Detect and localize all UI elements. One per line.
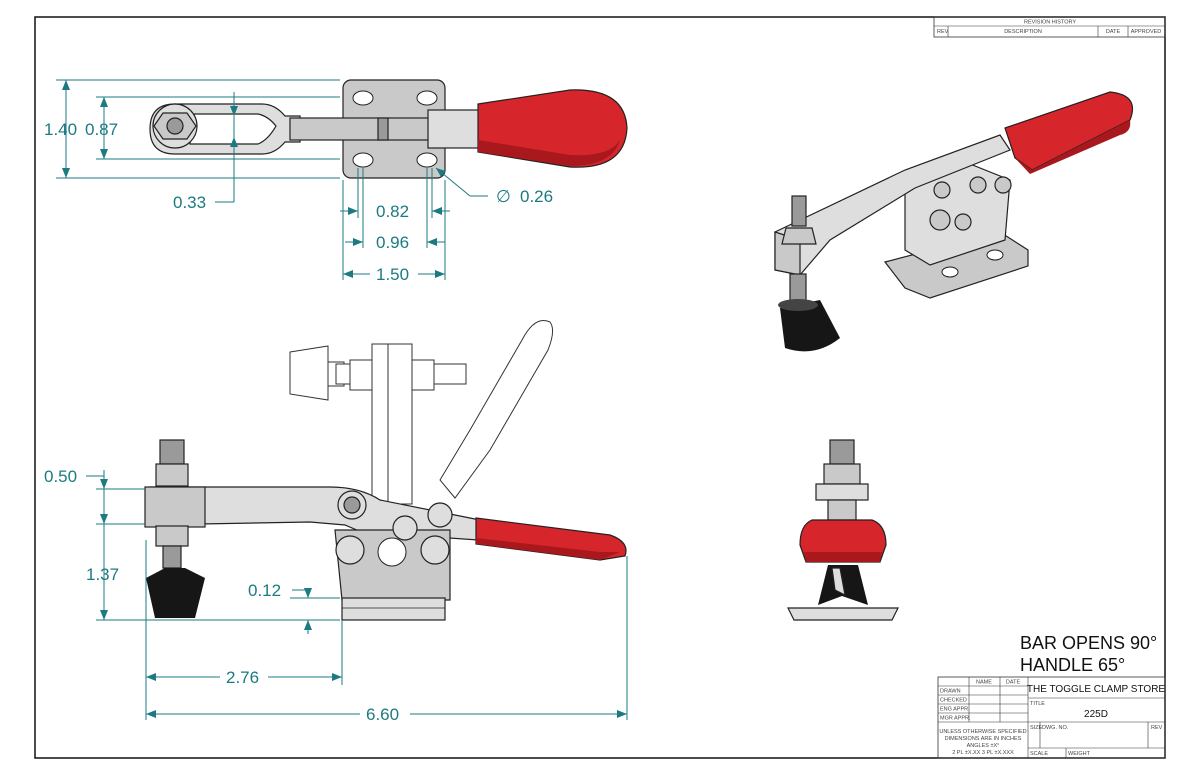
dim-bar-height: 0.50	[44, 467, 77, 486]
row-drawn: DRAWN	[940, 689, 961, 695]
top-view	[149, 79, 628, 179]
iso-bolt	[791, 195, 807, 227]
row-checked: CHECKED	[940, 698, 967, 704]
dim-hole-diameter: 0.26	[520, 187, 553, 206]
rev-column-header: REV	[937, 29, 949, 35]
mounting-hole	[352, 152, 374, 168]
dim-spindle-height: 1.37	[86, 565, 119, 584]
scale-label: SCALE	[1030, 751, 1048, 757]
tolerance-line-4: 2 PL ±X.XX 3 PL ±X.XXX	[952, 750, 1014, 756]
tolerance-line-2: DIMENSIONS ARE IN INCHES	[945, 736, 1022, 742]
dim-base-thickness: 0.12	[248, 581, 281, 600]
dim-base-width: 1.50	[376, 265, 409, 284]
side-red-handle	[475, 517, 627, 561]
row-eng-appr: ENG APPR.	[940, 707, 970, 713]
top-view-dimensions: 1.40 0.87 0.33 ∅ 0.26 0.82 0.96	[44, 79, 553, 284]
dwg-no-label: DWG. NO.	[1042, 725, 1069, 731]
title-block: NAME DATE DRAWN CHECKED ENG APPR. MGR AP…	[937, 676, 1166, 759]
approved-column-header: APPROVED	[1131, 29, 1162, 35]
weight-label: WEIGHT	[1068, 751, 1091, 757]
sheet-border	[34, 16, 1166, 759]
dim-hole-spacing-inner: 0.82	[376, 202, 409, 221]
dim-reach: 2.76	[226, 668, 259, 687]
revision-history-title: REVISION HISTORY	[1024, 20, 1076, 26]
end-view-base	[787, 607, 899, 621]
date-header: DATE	[1006, 680, 1021, 686]
part-number: 225D	[1084, 709, 1108, 720]
mounting-hole	[416, 152, 438, 168]
dim-overall-length: 6.60	[366, 705, 399, 724]
name-header: NAME	[976, 680, 992, 686]
mounting-hole	[352, 90, 374, 106]
side-base-plate	[341, 597, 446, 621]
title-label: TITLE	[1030, 701, 1045, 707]
dim-bolt-offset: 0.33	[173, 193, 206, 212]
note-bar-opens: BAR OPENS 90°	[1020, 633, 1157, 653]
arm-bar-top	[289, 117, 431, 141]
dim-overall-height: 1.40	[44, 120, 77, 139]
dim-hole-diameter-symbol: ∅	[496, 187, 511, 206]
size-label: SIZE	[1030, 725, 1043, 731]
ghost-open-position	[289, 320, 554, 505]
end-view	[787, 439, 899, 621]
mounting-hole	[416, 90, 438, 106]
tolerance-line-3: ANGLES ±X°	[967, 743, 1000, 749]
dim-hole-spacing-outer: 0.96	[376, 233, 409, 252]
rev-label: REV	[1151, 725, 1163, 731]
row-mgr-appr: MGR APPR.	[940, 716, 971, 722]
isometric-view	[774, 91, 1134, 352]
note-handle-angle: HANDLE 65°	[1020, 655, 1125, 675]
side-view	[144, 320, 627, 621]
side-spindle-thread	[159, 439, 185, 465]
revision-history-block: REVISION HISTORY REV DESCRIPTION DATE AP…	[933, 16, 1166, 38]
tolerance-line-1: UNLESS OTHERWISE SPECIFIED	[939, 729, 1026, 735]
dim-slot-height: 0.87	[85, 120, 118, 139]
description-column-header: DESCRIPTION	[1004, 29, 1042, 35]
side-view-dimensions: 0.50 1.37 0.12 2.76 6.60	[44, 467, 628, 724]
iso-spindle-tip	[780, 300, 840, 352]
side-spindle-tip	[146, 568, 205, 618]
handle-neck-top	[427, 109, 487, 149]
iso-red-handle	[1004, 91, 1134, 171]
date-column-header: DATE	[1106, 29, 1121, 35]
company-name: THE TOGGLE CLAMP STORE	[1027, 684, 1166, 695]
